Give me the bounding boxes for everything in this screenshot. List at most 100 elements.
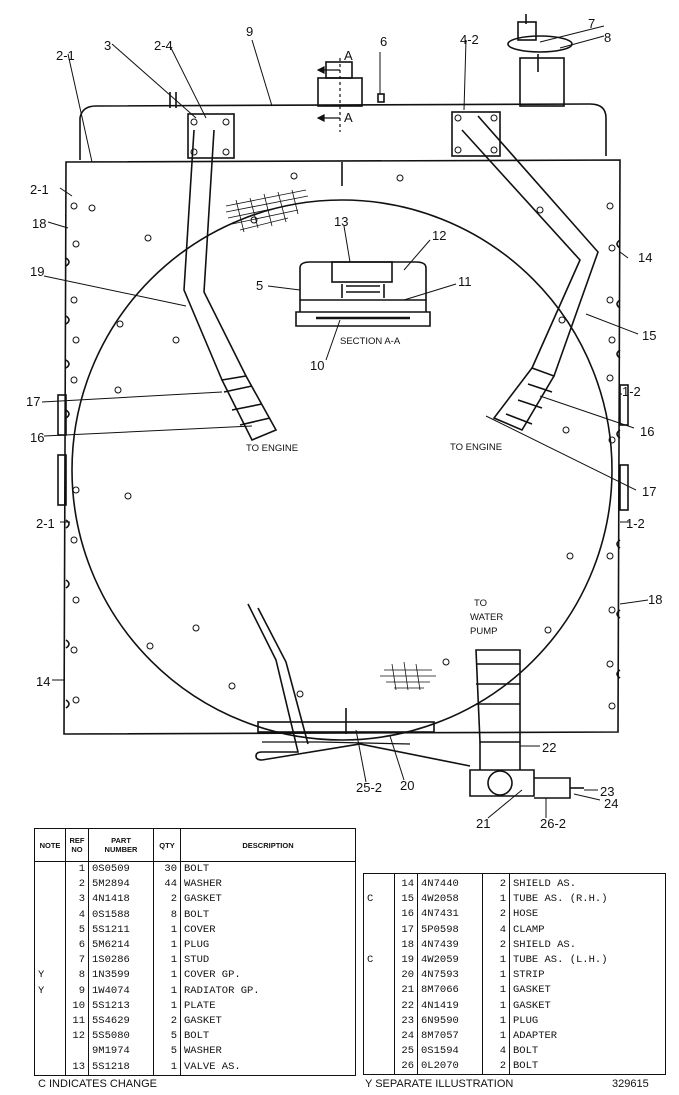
cell-desc: RADIATOR GP. — [180, 983, 356, 999]
cell-qty: 8 — [153, 907, 181, 923]
drain-line — [247, 603, 471, 767]
cell-note — [34, 953, 66, 969]
label-a-bottom: A — [344, 110, 353, 125]
cell-part: 8M7057 — [417, 1028, 483, 1045]
cell-qty: 2 — [153, 1013, 181, 1030]
cell-qty: 2 — [482, 873, 510, 893]
cell-ref: 26 — [394, 1059, 418, 1075]
cell-part: 1W4074 — [88, 983, 154, 999]
cell-part: 5S1213 — [88, 998, 154, 1014]
cell-desc: COVER — [180, 922, 356, 938]
callout-24: 24 — [604, 796, 618, 811]
cell-qty: 1 — [482, 892, 510, 908]
cell-desc: PLUG — [509, 1013, 666, 1029]
top-tank — [79, 103, 607, 160]
cell-part: 4N7439 — [417, 937, 483, 953]
cell-ref: 8 — [65, 968, 89, 984]
cell-desc: HOSE — [509, 907, 666, 923]
callout-2-4: 2-4 — [154, 38, 173, 53]
cell-qty: 1 — [482, 1013, 510, 1029]
cell-qty: 2 — [482, 1059, 510, 1075]
label-to-engine-right: TO ENGINE — [450, 442, 502, 453]
callout-20: 20 — [400, 778, 414, 793]
header-part-line2: NUMBER — [104, 845, 138, 854]
cell-ref — [65, 1044, 89, 1060]
cell-desc: PLUG — [180, 937, 356, 954]
cell-qty: 4 — [482, 922, 510, 938]
cell-note — [34, 892, 66, 908]
cell-note — [363, 873, 395, 893]
callout-11: 11 — [458, 274, 472, 289]
footer-change-note: C INDICATES CHANGE — [38, 1078, 157, 1090]
cell-note — [34, 922, 66, 938]
callout-23: 23 — [600, 784, 614, 799]
cell-ref: 24 — [394, 1028, 418, 1045]
cell-note — [34, 907, 66, 923]
cell-part: 0L2070 — [417, 1059, 483, 1075]
cell-note — [363, 983, 395, 999]
cell-desc: TUBE AS. (L.H.) — [509, 952, 666, 969]
cell-qty: 2 — [482, 937, 510, 953]
cell-part: 4N7431 — [417, 907, 483, 923]
cell-qty: 2 — [482, 907, 510, 923]
callout-26-2: 26-2 — [540, 816, 566, 831]
cell-ref: 20 — [394, 968, 418, 984]
cell-desc: STRIP — [509, 968, 666, 984]
cell-note — [34, 1059, 66, 1076]
callout-8: 8 — [604, 30, 611, 45]
callout-7: 7 — [588, 16, 595, 31]
cell-part: 4N7593 — [417, 968, 483, 984]
callout-10: 10 — [310, 358, 324, 373]
cell-note — [363, 968, 395, 984]
cell-desc: BOLT — [509, 1059, 666, 1075]
cell-note — [34, 877, 66, 893]
cell-ref: 3 — [65, 892, 89, 908]
cell-desc: WASHER — [180, 877, 356, 893]
cell-qty: 5 — [153, 1044, 181, 1060]
callout-9: 9 — [246, 24, 253, 39]
label-section-aa: SECTION A-A — [340, 336, 401, 347]
label-a-top: A — [344, 48, 353, 63]
cell-desc: SHIELD AS. — [509, 873, 666, 893]
cell-note — [363, 1044, 395, 1060]
cell-part: 5S5080 — [88, 1029, 154, 1045]
header-ref-line2: NO — [71, 845, 83, 854]
callout-13: 13 — [334, 214, 348, 229]
cell-ref: 12 — [65, 1029, 89, 1045]
callout-3: 3 — [104, 38, 111, 53]
right-hose — [492, 367, 556, 432]
label-to-engine-left: TO ENGINE — [246, 443, 298, 454]
right-outlet-flange — [451, 111, 501, 157]
callout-17-left: 17 — [26, 394, 40, 409]
cell-note — [34, 861, 66, 878]
cell-ref: 23 — [394, 1013, 418, 1029]
cell-desc: WASHER — [180, 1044, 356, 1060]
cell-desc: GASKET — [180, 892, 356, 908]
cell-qty: 44 — [153, 877, 181, 893]
cell-note — [363, 922, 395, 938]
cell-note — [34, 998, 66, 1014]
cell-note — [363, 1028, 395, 1045]
callout-12: 12 — [432, 228, 446, 243]
cell-desc: SHIELD AS. — [509, 937, 666, 953]
filler-neck — [519, 57, 565, 107]
cell-part: 5S1218 — [88, 1059, 154, 1076]
cell-ref: 16 — [394, 907, 418, 923]
cell-desc: BOLT — [180, 1029, 356, 1045]
cell-desc: CLAMP — [509, 922, 666, 938]
header-note: NOTE — [34, 828, 66, 862]
